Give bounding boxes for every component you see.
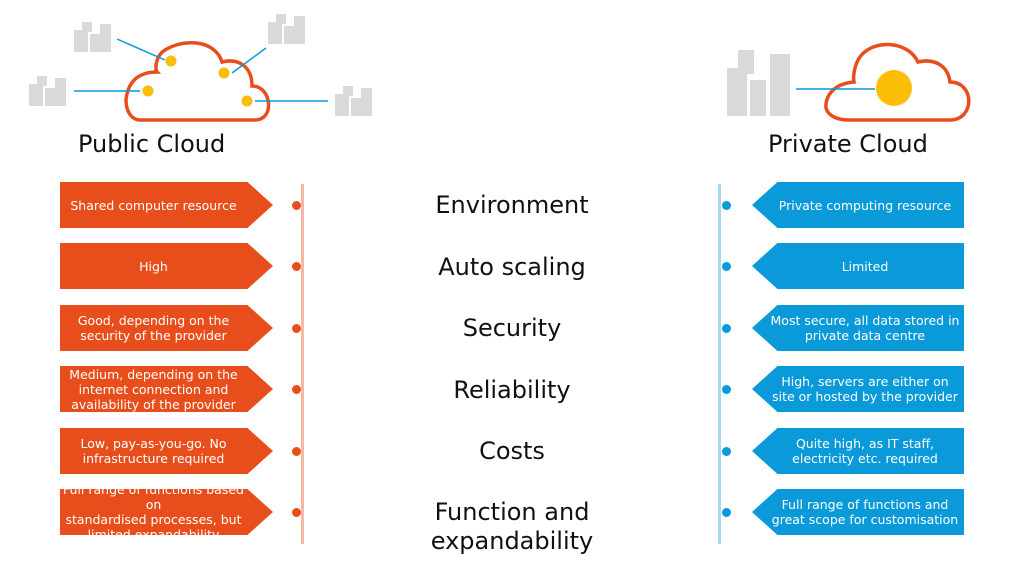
criterion-label: Reliability	[453, 376, 571, 404]
private-item: Private computing resource	[752, 182, 964, 228]
public-item: Full range of functions based on standar…	[60, 489, 273, 535]
building-icon	[335, 86, 372, 116]
public-item: Good, depending on the security of the p…	[60, 305, 273, 351]
private-marker-dot	[722, 324, 731, 333]
public-marker-dot	[292, 447, 301, 456]
private-cloud-title: Private Cloud	[768, 130, 928, 158]
private-item: Most secure, all data stored in private …	[752, 305, 964, 351]
public-cloud-title: Public Cloud	[78, 130, 226, 158]
public-cloud-illustration	[29, 14, 372, 122]
criterion-label: Environment	[435, 191, 589, 219]
criterion-label: Security	[462, 314, 562, 342]
public-timeline-line	[301, 184, 304, 544]
public-marker-dot	[292, 262, 301, 271]
cloud-icon	[824, 42, 971, 122]
public-marker-dot	[292, 324, 301, 333]
public-marker-dot	[292, 508, 301, 517]
building-icon	[268, 14, 305, 44]
public-marker-dot	[292, 201, 301, 210]
building-icon	[74, 22, 111, 52]
building-icon	[727, 50, 790, 116]
private-item: Limited	[752, 243, 964, 289]
private-marker-dot	[722, 201, 731, 210]
double-arrow-icon	[74, 38, 328, 102]
public-item: Medium, depending on the internet connec…	[60, 366, 273, 412]
cloud-icon	[124, 41, 271, 122]
public-marker-dot	[292, 385, 301, 394]
criterion-label: Costs	[479, 437, 545, 465]
private-item: High, servers are either on site or host…	[752, 366, 964, 412]
public-item: High	[60, 243, 273, 289]
private-marker-dot	[722, 385, 731, 394]
node-dot-icon	[876, 70, 912, 106]
private-marker-dot	[722, 447, 731, 456]
private-cloud-illustration	[727, 42, 971, 122]
private-marker-dot	[722, 508, 731, 517]
node-dot-icon	[142, 55, 253, 107]
private-item: Quite high, as IT staff, electricity etc…	[752, 428, 964, 474]
public-item: Shared computer resource	[60, 182, 273, 228]
private-item: Full range of functions and great scope …	[752, 489, 964, 535]
private-timeline-line	[718, 184, 721, 544]
criterion-label: Auto scaling	[438, 253, 586, 281]
private-marker-dot	[722, 262, 731, 271]
criterion-label: Function and expandability	[430, 498, 594, 555]
public-item: Low, pay-as-you-go. No infrastructure re…	[60, 428, 273, 474]
building-icon	[29, 76, 66, 106]
